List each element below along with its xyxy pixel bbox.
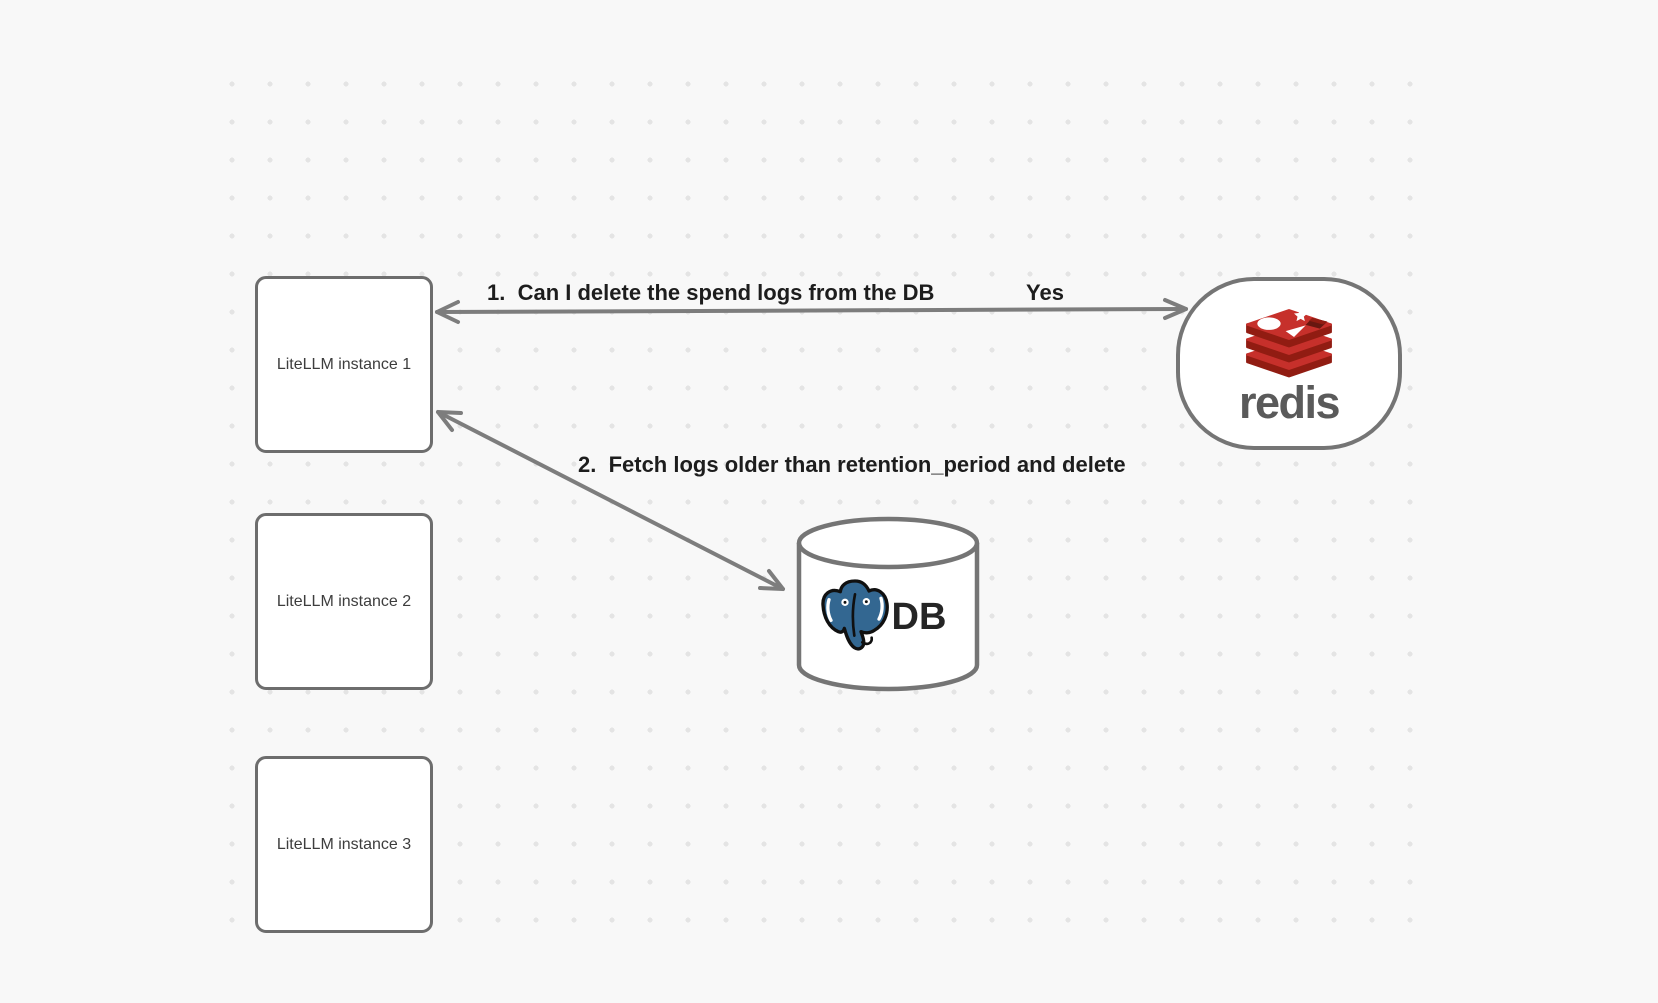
litellm-instance-3-label: LiteLLM instance 3 bbox=[276, 835, 412, 853]
node-db[interactable]: DB bbox=[795, 515, 981, 693]
node-redis[interactable]: redis bbox=[1176, 277, 1402, 450]
node-litellm-instance-2[interactable]: LiteLLM instance 2 bbox=[255, 513, 433, 690]
postgresql-elephant-icon bbox=[820, 579, 889, 651]
database-cylinder-shape bbox=[796, 516, 980, 692]
redis-wordmark: redis bbox=[1238, 377, 1341, 428]
arrow-1-label: 1. Can I delete the spend logs from the … bbox=[487, 280, 935, 305]
node-litellm-instance-3[interactable]: LiteLLM instance 3 bbox=[255, 756, 433, 933]
node-litellm-instance-1[interactable]: LiteLLM instance 1 bbox=[255, 276, 433, 453]
arrow-2-label: 2. Fetch logs older than retention_perio… bbox=[578, 452, 1126, 477]
litellm-instance-2-label: LiteLLM instance 2 bbox=[276, 592, 412, 610]
litellm-instance-1-label: LiteLLM instance 1 bbox=[276, 355, 412, 373]
db-label: DB bbox=[891, 596, 947, 638]
redis-stack-icon bbox=[1246, 308, 1332, 378]
arrow-1-response-label: Yes bbox=[1026, 280, 1064, 305]
